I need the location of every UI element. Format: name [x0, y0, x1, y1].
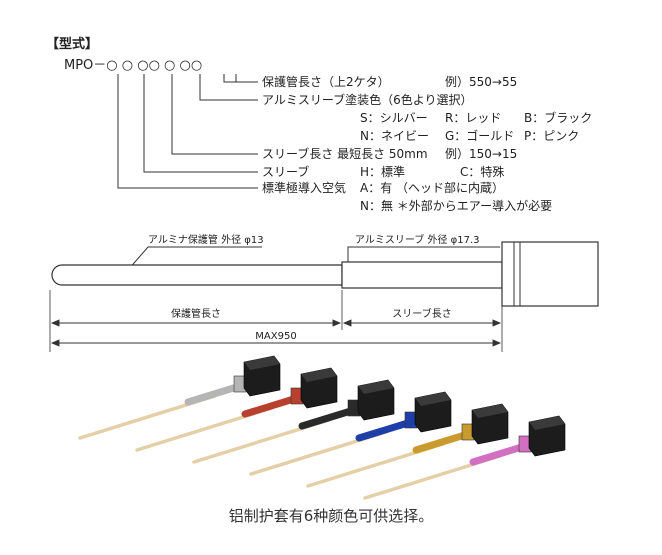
caption: 铝制护套有6种颜色可供选择。	[228, 507, 434, 525]
air-no: N：無 ＊外部からエアー導入が必要	[360, 198, 552, 213]
product-probe	[249, 391, 452, 476]
connector-top	[244, 356, 280, 370]
model-line-air: 標準極導入空気	[262, 180, 346, 195]
colored-sleeve	[412, 430, 472, 454]
extension-lines	[49, 290, 503, 352]
color-silver: S：シルバー	[360, 111, 428, 125]
sleeve-standard: H：標準	[360, 164, 405, 179]
aluminum-sleeve	[341, 261, 503, 289]
product-probe	[78, 355, 281, 440]
model-line-sleeve-length: スリーブ長さ 最短長さ 50mm	[262, 146, 428, 161]
model-code: MPO－○ ○ ○○ ○ ○○	[64, 58, 202, 73]
connector-top	[472, 404, 508, 418]
model-bracket-lines	[117, 74, 258, 189]
product-photo	[78, 355, 566, 500]
colored-sleeve	[469, 442, 529, 466]
colored-sleeve	[298, 406, 358, 430]
connector-top	[529, 416, 565, 430]
product-probe	[363, 415, 566, 500]
product-probe	[135, 367, 338, 452]
color-navy: N：ネイビー	[360, 129, 429, 143]
color-red: R：レッド	[445, 111, 501, 125]
sleeve-special: C：特殊	[460, 164, 504, 179]
product-probe	[306, 403, 509, 488]
colored-sleeve	[241, 394, 301, 418]
dim-max-line	[50, 339, 502, 347]
model-header: 【型式】	[46, 36, 98, 52]
dim-sleeve-text: スリーブ長さ	[392, 307, 451, 320]
colored-sleeve	[184, 382, 244, 406]
model-line-sleeve-length-example: 例）150→15	[445, 147, 517, 161]
product-probe	[192, 379, 395, 464]
dim-sleeve-line	[342, 319, 502, 327]
colored-sleeve	[355, 418, 415, 442]
model-line-length: 保護管長さ（上2ケタ）	[262, 74, 390, 89]
dim-tube-line	[50, 319, 342, 327]
connector-head	[501, 241, 599, 307]
dim-max-text: MAX950	[255, 331, 296, 342]
connector-top	[358, 380, 394, 394]
tube-label: アルミナ保護管 外径 φ13	[148, 233, 264, 246]
model-line-color: アルミスリーブ塗装色（6色より選択）	[262, 92, 473, 107]
connector-top	[301, 368, 337, 382]
probe-tube	[51, 264, 343, 286]
sleeve-leader	[347, 246, 500, 262]
model-line-length-example: 例）550→55	[445, 75, 517, 89]
connector-top	[415, 392, 451, 406]
model-line-sleeve: スリーブ	[262, 164, 309, 179]
sleeve-label: アルミスリーブ 外径 φ17.3	[355, 233, 480, 246]
air-yes: A：有 （ヘッド部に内蔵）	[360, 180, 504, 195]
color-gold: G：ゴールド	[445, 128, 514, 143]
dim-tube-text: 保護管長さ	[171, 307, 221, 320]
tube-leader	[127, 246, 262, 271]
color-black: B：ブラック	[524, 110, 592, 125]
color-pink: P：ピンク	[524, 129, 579, 143]
